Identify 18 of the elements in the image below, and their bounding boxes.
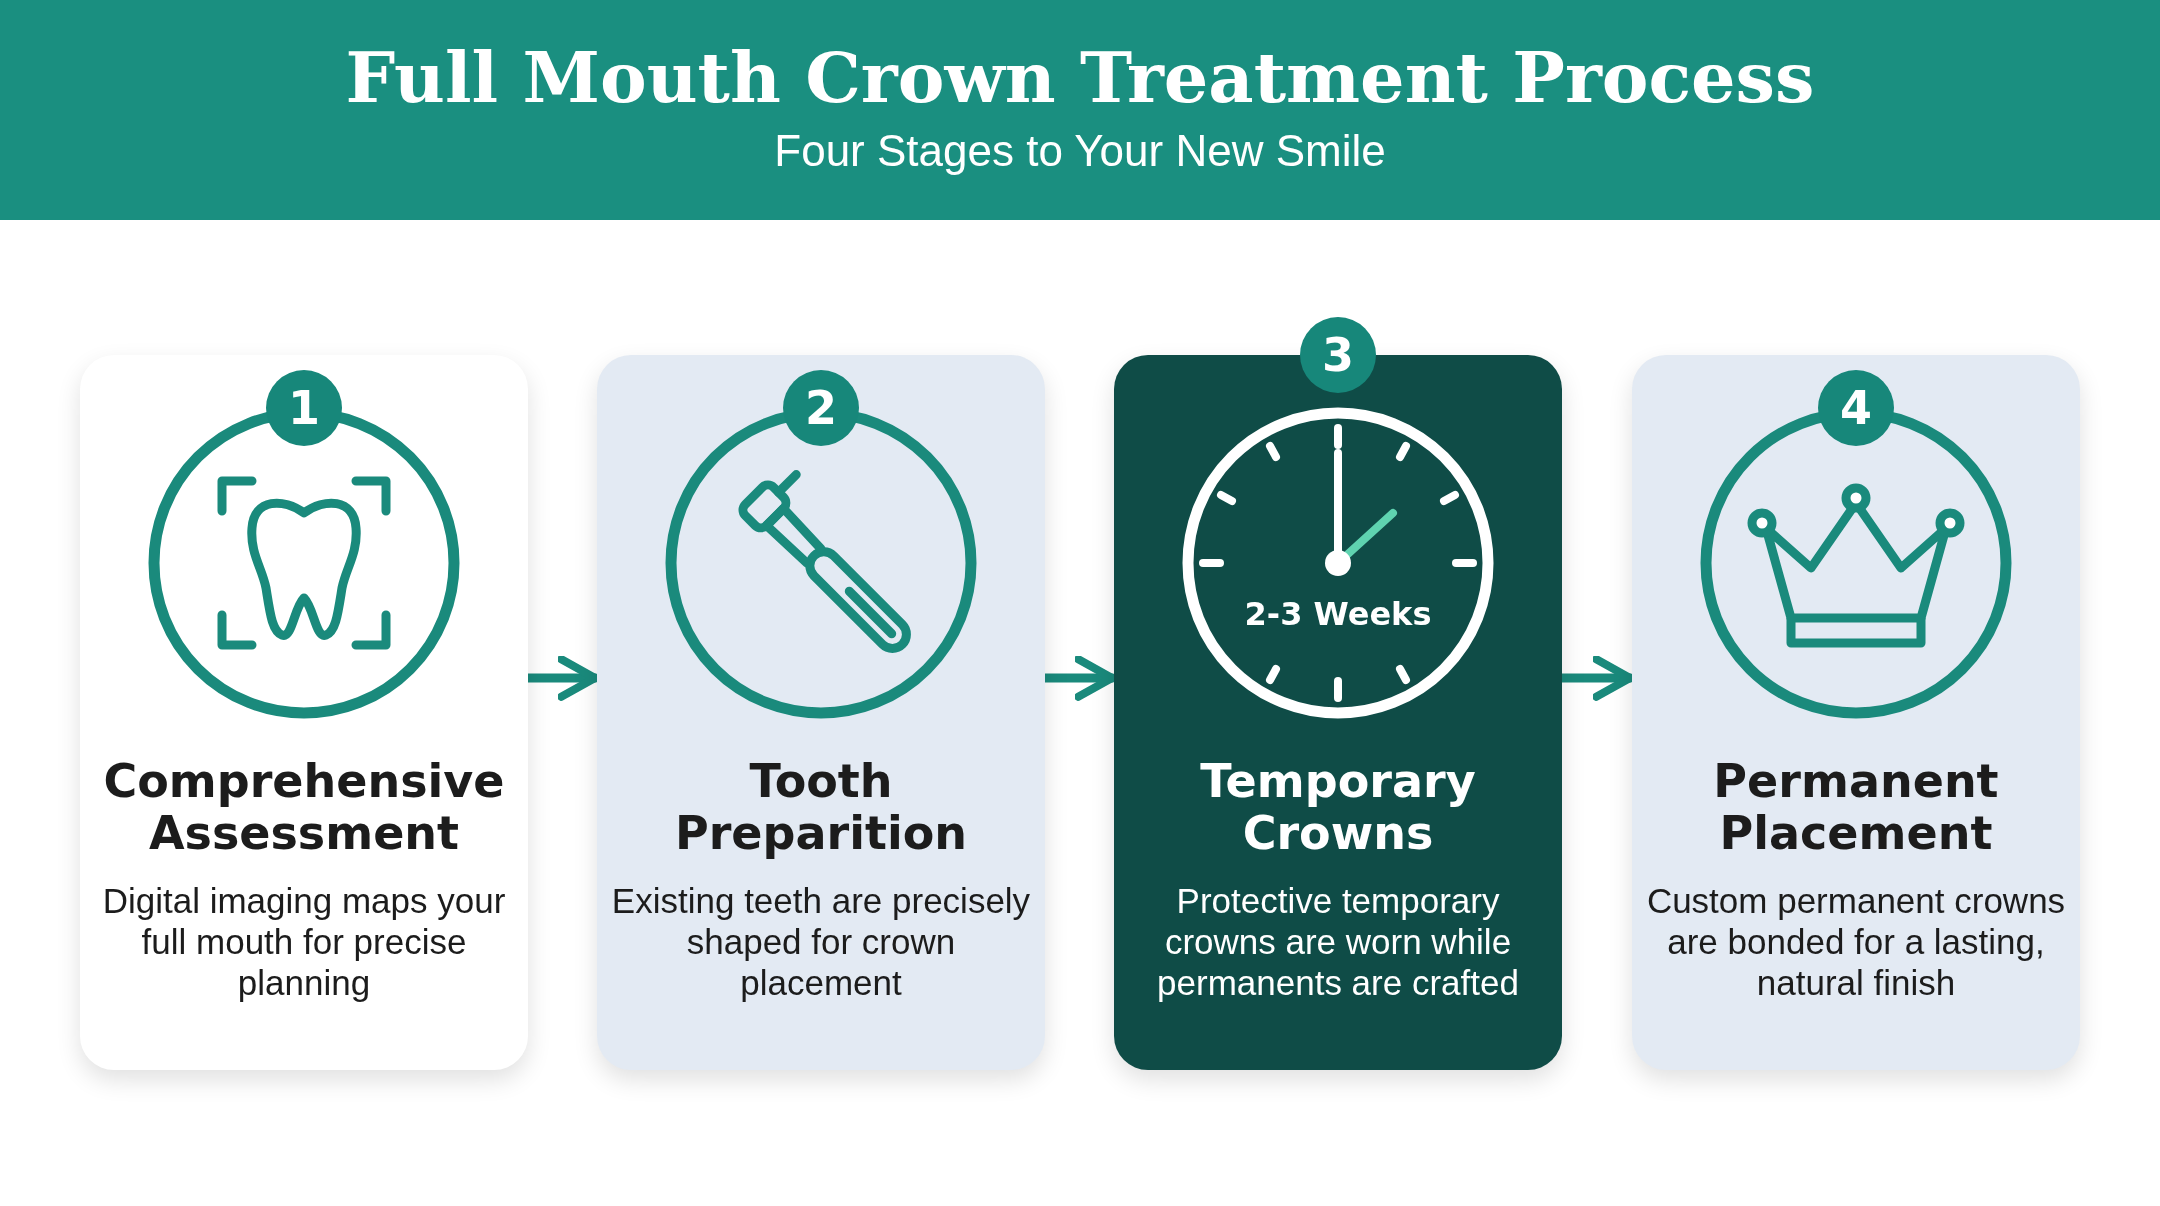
- step-description: Custom permanent crowns are bonded for a lasting, natural finish: [1646, 880, 2066, 1003]
- step-description: Protective temporary crowns are worn while permanents are crafted: [1156, 880, 1520, 1003]
- step-heading: Permanent Placement: [1712, 755, 2000, 859]
- step-description: Existing teeth are precisely shaped for crown placement: [611, 880, 1031, 1003]
- step-number-badge: 4: [1818, 370, 1894, 446]
- subtitle: Four Stages to Your New Smile: [773, 126, 1387, 176]
- step-number-badge: 3: [1300, 317, 1376, 393]
- step-number-badge: 2: [783, 370, 859, 446]
- step-description: Digital imaging maps your full mouth for precise planning: [101, 880, 507, 1003]
- step-heading: Temporary Crowns: [1199, 755, 1477, 859]
- step-heading: Tooth Preparition: [673, 755, 969, 859]
- step-number-badge: 1: [266, 370, 342, 446]
- step-heading: Comprehensive Assessment: [102, 755, 506, 859]
- duration-text: 2-3 Weeks: [1243, 595, 1433, 633]
- step-card: [80, 355, 528, 1070]
- title: Full Mouth Crown Treatment Process: [344, 36, 1816, 119]
- step-card: [597, 355, 1045, 1070]
- step-card: [1632, 355, 2080, 1070]
